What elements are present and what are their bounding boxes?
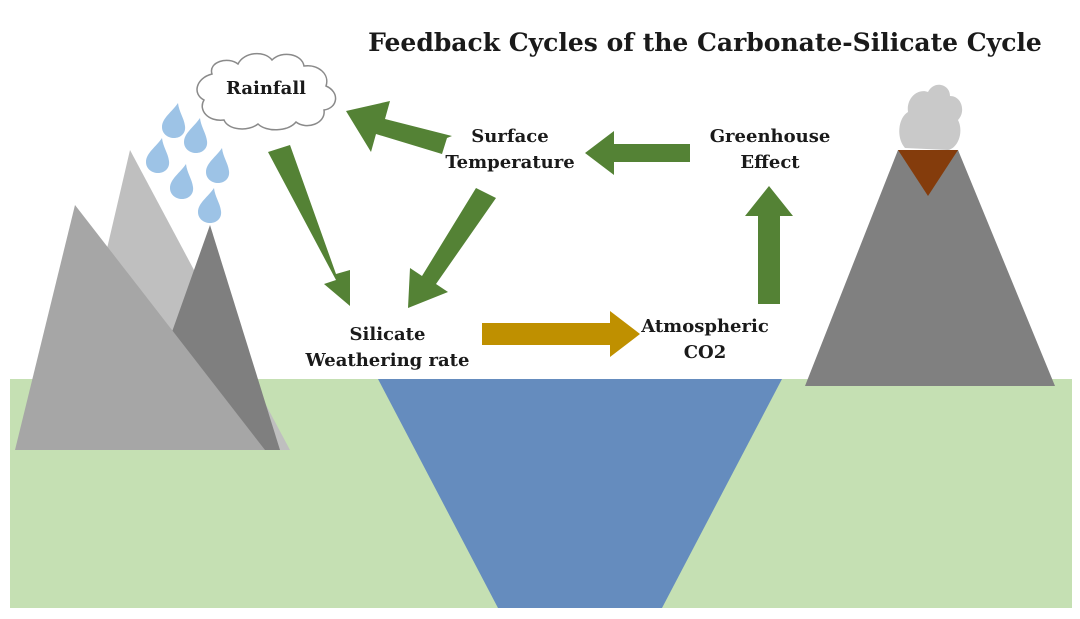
volcano-icon bbox=[805, 84, 1055, 386]
node-atmospheric-co2: Atmospheric CO2 bbox=[630, 314, 780, 366]
node-atmospheric-co2-line-1: Atmospheric bbox=[641, 316, 769, 337]
arrow-greenhouse-to-temperature bbox=[585, 131, 690, 175]
arrow-weathering-to-co2 bbox=[482, 311, 640, 357]
cloud-icon bbox=[196, 52, 337, 131]
node-rainfall: Rainfall bbox=[196, 76, 336, 102]
node-rainfall-label: Rainfall bbox=[225, 78, 307, 99]
node-greenhouse-effect: Greenhouse Effect bbox=[680, 124, 860, 176]
node-surface-temperature-line-1: Surface bbox=[471, 126, 549, 147]
arrow-co2-to-greenhouse bbox=[745, 186, 793, 304]
node-atmospheric-co2-line-2: CO2 bbox=[683, 342, 727, 363]
node-surface-temperature-line-2: Temperature bbox=[445, 152, 575, 173]
node-silicate-weathering-line-1: Silicate bbox=[349, 324, 426, 345]
node-silicate-weathering: Silicate Weathering rate bbox=[300, 322, 475, 374]
page-title: Feedback Cycles of the Carbonate-Silicat… bbox=[368, 28, 1042, 57]
arrow-temperature-to-rainfall bbox=[346, 101, 452, 154]
ocean-icon bbox=[378, 379, 782, 608]
mountain-icon bbox=[15, 150, 290, 450]
arrow-temperature-to-weathering bbox=[408, 188, 496, 308]
raindrop-icon bbox=[146, 103, 230, 223]
node-surface-temperature: Surface Temperature bbox=[420, 124, 600, 176]
node-greenhouse-effect-line-1: Greenhouse bbox=[709, 126, 831, 147]
arrow-rainfall-to-weathering bbox=[268, 145, 350, 306]
node-silicate-weathering-line-2: Weathering rate bbox=[305, 350, 470, 371]
node-greenhouse-effect-line-2: Effect bbox=[740, 152, 800, 173]
